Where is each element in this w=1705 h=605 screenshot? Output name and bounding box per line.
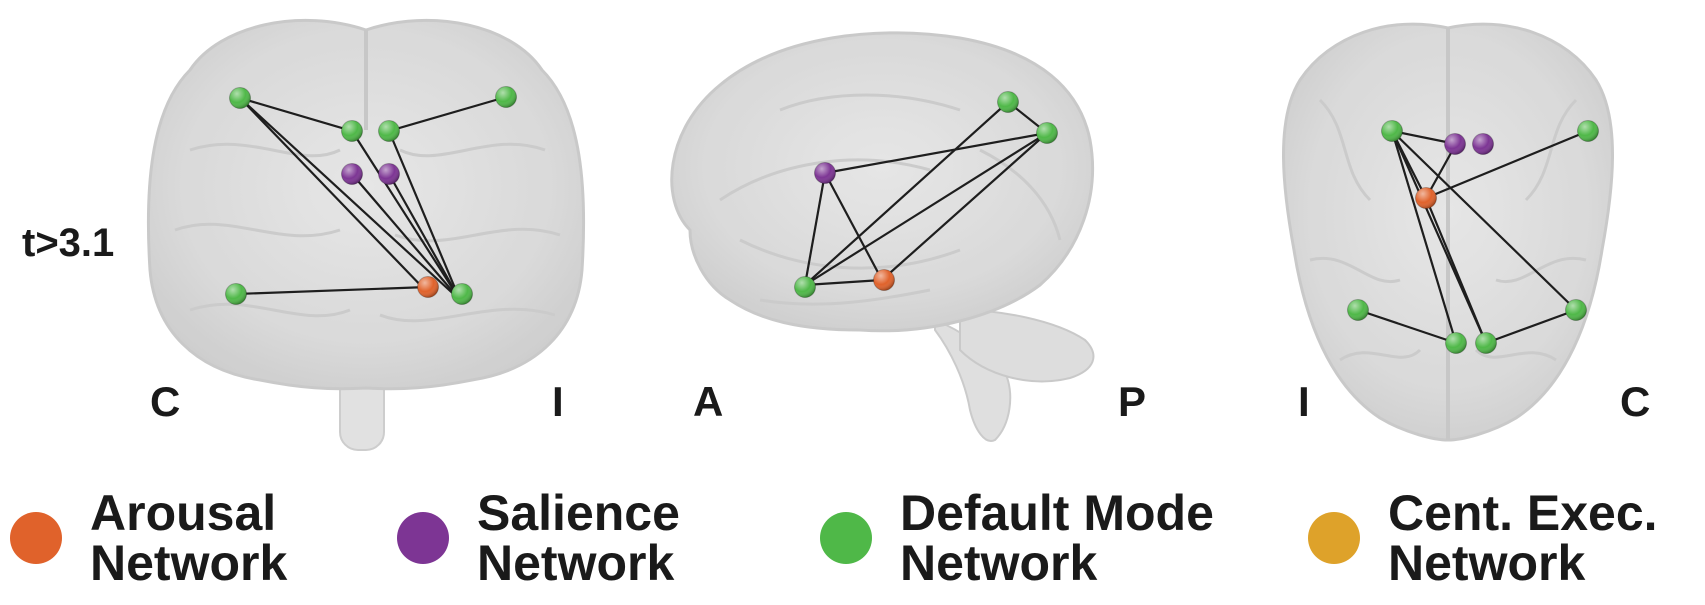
coronal-orientation-left: C	[150, 378, 180, 425]
legend-dot-salience	[397, 512, 449, 564]
axial-node-salience	[1472, 133, 1494, 155]
network-legend: Arousal Network Salience Network Default…	[0, 478, 1705, 598]
axial-brain-view: I C	[1282, 22, 1650, 442]
legend-dot-arousal	[10, 512, 62, 564]
legend-default-mode-line2: Network	[900, 535, 1098, 591]
sagittal-brain-view: A P	[670, 31, 1146, 442]
coronal-node-arousal	[417, 276, 439, 298]
legend-label-arousal: Arousal Network	[90, 488, 287, 588]
coronal-connections	[235, 95, 507, 301]
coronal-node-default-mode	[378, 120, 400, 142]
legend-arousal-line1: Arousal	[90, 485, 277, 541]
coronal-orientation-right: I	[552, 378, 564, 425]
legend-item-default-mode: Default Mode Network	[820, 478, 1214, 598]
axial-node-arousal	[1415, 187, 1437, 209]
legend-item-central-executive: Cent. Exec. Network	[1308, 478, 1658, 598]
legend-label-default-mode: Default Mode Network	[900, 488, 1214, 588]
axial-node-default-mode	[1381, 120, 1403, 142]
legend-default-mode-line1: Default Mode	[900, 485, 1214, 541]
axial-node-default-mode	[1565, 299, 1587, 321]
coronal-node-default-mode	[229, 87, 251, 109]
coronal-brain-view: C I	[146, 19, 586, 451]
coronal-node-default-mode	[451, 283, 473, 305]
axial-orientation-right: C	[1620, 378, 1650, 425]
sagittal-connections	[803, 101, 1048, 287]
coronal-nodes	[225, 86, 517, 305]
legend-central-executive-line2: Network	[1388, 535, 1586, 591]
sagittal-node-default-mode	[1036, 122, 1058, 144]
axial-nodes	[1347, 120, 1599, 354]
sagittal-node-default-mode	[794, 276, 816, 298]
legend-label-salience: Salience Network	[477, 488, 680, 588]
legend-salience-line2: Network	[477, 535, 675, 591]
sagittal-brain-outline	[670, 31, 1095, 442]
legend-item-arousal: Arousal Network	[10, 478, 287, 598]
coronal-node-default-mode	[495, 86, 517, 108]
sagittal-nodes	[794, 91, 1058, 298]
axial-brain-outline	[1282, 22, 1614, 442]
legend-arousal-line2: Network	[90, 535, 288, 591]
legend-dot-default-mode	[820, 512, 872, 564]
sagittal-node-default-mode	[997, 91, 1019, 113]
sagittal-node-arousal	[873, 269, 895, 291]
axial-node-default-mode	[1347, 299, 1369, 321]
coronal-node-salience	[341, 163, 363, 185]
legend-item-salience: Salience Network	[397, 478, 680, 598]
legend-central-executive-line1: Cent. Exec.	[1388, 485, 1658, 541]
legend-salience-line1: Salience	[477, 485, 680, 541]
coronal-node-salience	[378, 163, 400, 185]
coronal-node-default-mode	[341, 120, 363, 142]
axial-node-default-mode	[1475, 332, 1497, 354]
sagittal-orientation-left: A	[693, 378, 723, 425]
coronal-brain-outline	[146, 19, 586, 451]
axial-node-salience	[1444, 133, 1466, 155]
axial-node-default-mode	[1445, 332, 1467, 354]
sagittal-orientation-right: P	[1118, 378, 1146, 425]
legend-dot-central-executive	[1308, 512, 1360, 564]
threshold-label: t>3.1	[22, 221, 114, 265]
axial-node-default-mode	[1577, 120, 1599, 142]
sagittal-node-salience	[814, 162, 836, 184]
legend-label-central-executive: Cent. Exec. Network	[1388, 488, 1658, 588]
axial-orientation-left: I	[1298, 378, 1310, 425]
coronal-node-default-mode	[225, 283, 247, 305]
